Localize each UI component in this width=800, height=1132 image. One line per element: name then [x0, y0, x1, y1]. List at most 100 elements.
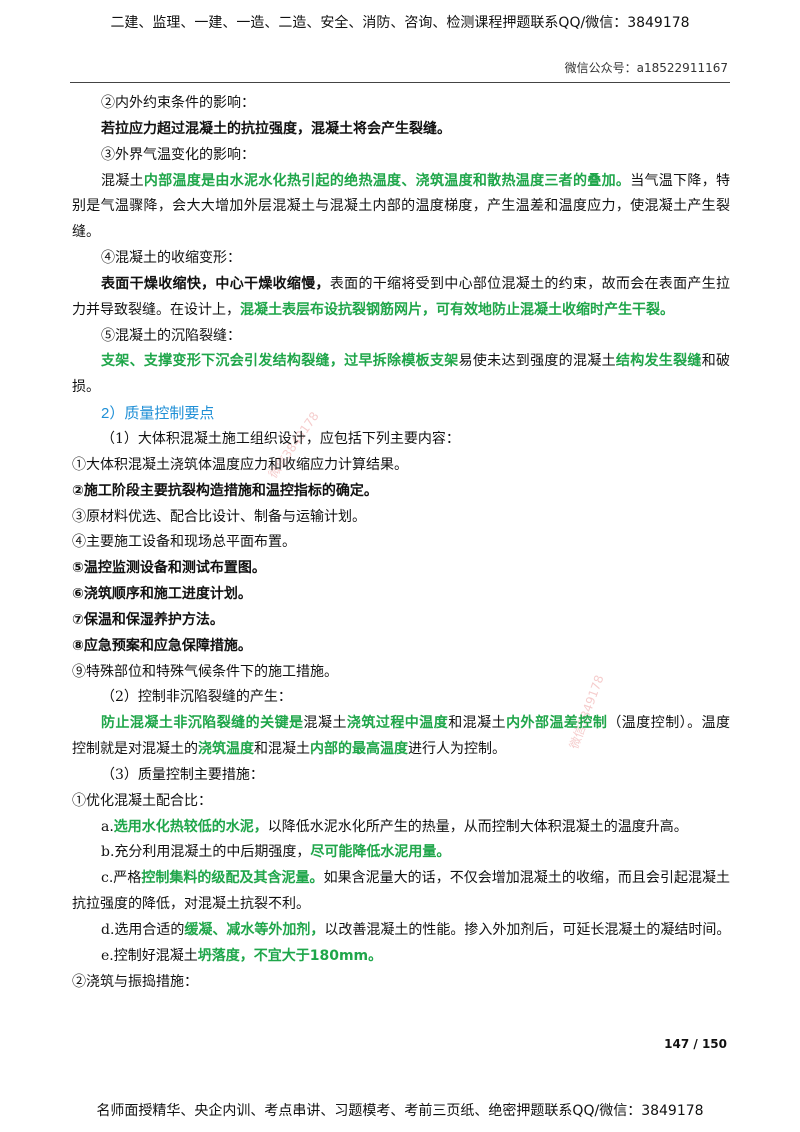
emphasis-text: 缓凝、减水等外加剂， [184, 922, 325, 938]
body-text: ③外界气温变化的影响： [101, 146, 255, 163]
text-line: （3）质量控制主要措施： [72, 763, 730, 789]
text-line: ⑨特殊部位和特殊气候条件下的施工措施。 [72, 660, 730, 686]
page-number: 147 / 150 [664, 1037, 727, 1051]
body-text: 别是气温骤降，会大大增加外层混凝土与混凝土内部的温度梯度，产生温差和温度应力，使… [72, 198, 730, 215]
document-body: ②内外约束条件的影响： 若拉应力超过混凝土的抗拉强度，混凝土将会产生裂缝。 ③外界气… [72, 91, 730, 996]
emphasis-text: 控制集料的级配及其含泥量。 [141, 870, 324, 887]
text-line: ①优化混凝土配合比： [72, 789, 730, 815]
body-text: ⑤混凝土的沉陷裂缝： [101, 327, 241, 344]
bold-text: ②施工阶段主要抗裂构造措施和温控指标的确定。 [72, 482, 378, 499]
emphasis-text: 结构发生裂缝 [615, 353, 702, 370]
text-line: ①大体积混凝土浇筑体温度应力和收缩应力计算结果。 [72, 453, 730, 479]
text-line: 抗拉强度的降低，对混凝土抗裂不利。 [72, 892, 730, 918]
body-text: ③原材料优选、配合比设计、制备与运输计划。 [72, 508, 366, 525]
text-line: 力并导致裂缝。在设计上，混凝土表层布设抗裂钢筋网片，可有效地防止混凝土收缩时产生… [72, 298, 730, 324]
text-line: a.选用水化热较低的水泥，以降低水泥水化所产生的热量，从而控制大体积混凝土的温度… [72, 815, 730, 841]
body-text: 损。 [72, 379, 100, 396]
text-line: 支架、支撑变形下沉会引发结构裂缝，过早拆除模板支架易使未达到强度的混凝土结构发生… [72, 349, 730, 375]
emphasis-text: 浇筑温度 [198, 741, 254, 758]
body-text: 当气温下降，特 [630, 172, 730, 189]
body-text: （温度控制）。温度 [607, 715, 730, 732]
body-text: 和破 [701, 353, 730, 370]
section-heading: 2）质量控制要点 [101, 405, 215, 423]
emphasis-text: 内外部温差控制 [506, 715, 608, 732]
body-text: c.严格 [101, 870, 142, 887]
text-line: ②内外约束条件的影响： [72, 91, 730, 117]
bold-text: ⑤温控监测设备和测试布置图。 [72, 560, 266, 577]
emphasis-text: 选用水化热较低的水泥， [113, 818, 268, 835]
bold-text: 若拉应力超过混凝土的抗拉强度，混凝土将会产生裂缝。 [101, 120, 451, 137]
emphasis-text: 尽可能降低水泥用量。 [310, 844, 451, 861]
text-line: （1）大体积混凝土施工组织设计，应包括下列主要内容： [72, 427, 730, 453]
body-text: ②浇筑与振捣措施： [72, 973, 198, 990]
emphasis-text: 混凝土表层布设抗裂钢筋网片，可有效地防止混凝土收缩时产生干裂。 [240, 301, 674, 318]
text-line: c.严格控制集料的级配及其含泥量。如果含泥量大的话，不仅会增加混凝土的收缩，而且… [72, 866, 730, 892]
body-text: 控制就是对混凝土的 [72, 741, 198, 758]
section-heading-line: 2）质量控制要点 [72, 401, 730, 427]
text-line: 防止混凝土非沉陷裂缝的关键是混凝土浇筑过程中温度和混凝土内外部温差控制（温度控制… [72, 711, 730, 737]
emphasis-text: 坍落度，不宜大于180mm。 [197, 947, 383, 964]
emphasis-text: 内部的最高温度 [310, 741, 408, 758]
body-text: 易使未达到强度的混凝土 [458, 353, 616, 370]
bold-text: ⑦保温和保湿养护方法。 [72, 611, 224, 628]
body-text: （1）大体积混凝土施工组织设计，应包括下列主要内容： [101, 430, 460, 447]
body-text: 以改善混凝土的性能。掺入外加剂后，可延长混凝土的凝结时间。 [324, 922, 731, 938]
text-line: ④主要施工设备和现场总平面布置。 [72, 530, 730, 556]
body-text: 表面的干缩将受到中心部位混凝土的约束，故而会在表面产生拉应 [329, 275, 730, 292]
body-text: ①大体积混凝土浇筑体温度应力和收缩应力计算结果。 [72, 456, 408, 473]
bold-text: ⑧应急预案和应急保障措施。 [72, 637, 252, 654]
body-text: （3）质量控制主要措施： [101, 766, 264, 783]
body-text: 如果含泥量大的话，不仅会增加混凝土的收缩，而且会引起混凝土 [323, 870, 730, 887]
body-text: ④混凝土的收缩变形： [101, 250, 241, 267]
body-text: 以降低水泥水化所产生的热量，从而控制大体积混凝土的温度升高。 [267, 818, 688, 835]
bold-text: 表面干燥收缩快，中心干燥收缩慢， [101, 275, 330, 292]
body-text: 混凝土 [303, 715, 347, 732]
text-line: 损。 [72, 375, 730, 401]
page-footer: 名师面授精华、央企内训、考点串讲、习题模考、考前三页纸、绝密押题联系QQ/微信：… [96, 1103, 704, 1119]
body-text: d.选用合适的 [101, 922, 185, 938]
bold-text: ⑥浇筑顺序和施工进度计划。 [72, 586, 252, 603]
body-text: ④主要施工设备和现场总平面布置。 [72, 534, 296, 551]
body-text: 进行人为控制。 [408, 741, 506, 758]
emphasis-text: 支架、支撑变形下沉会引发结构裂缝，过早拆除模板支架 [101, 353, 459, 370]
emphasis-text: 内部温度是由水泥水化热引起的绝热温度、浇筑温度和散热温度三者的叠加。 [143, 172, 631, 189]
text-line: ②施工阶段主要抗裂构造措施和温控指标的确定。 [72, 479, 730, 505]
text-line: ②浇筑与振捣措施： [72, 970, 730, 996]
text-line: 表面干燥收缩快，中心干燥收缩慢，表面的干缩将受到中心部位混凝土的约束，故而会在表… [72, 272, 730, 298]
text-line: ⑤混凝土的沉陷裂缝： [72, 324, 730, 350]
body-text: 和混凝土 [448, 715, 507, 732]
text-line: 缝。 [72, 220, 730, 246]
text-line: ⑧应急预案和应急保障措施。 [72, 634, 730, 660]
body-text: 抗拉强度的降低，对混凝土抗裂不利。 [72, 896, 310, 913]
emphasis-text: 防止混凝土非沉陷裂缝的关键是 [101, 715, 304, 732]
body-text: （2）控制非沉陷裂缝的产生： [101, 689, 292, 706]
text-line: ⑦保温和保湿养护方法。 [72, 608, 730, 634]
body-text: a. [101, 818, 114, 835]
text-line: 别是气温骤降，会大大增加外层混凝土与混凝土内部的温度梯度，产生温差和温度应力，使… [72, 194, 730, 220]
body-text: ⑨特殊部位和特殊气候条件下的施工措施。 [72, 663, 338, 680]
body-text: 混凝土 [101, 172, 144, 189]
text-line: （2）控制非沉陷裂缝的产生： [72, 685, 730, 711]
text-line: 混凝土内部温度是由水泥水化热引起的绝热温度、浇筑温度和散热温度三者的叠加。当气温… [72, 169, 730, 195]
body-text: 和混凝土 [254, 741, 310, 758]
text-line: b.充分利用混凝土的中后期强度，尽可能降低水泥用量。 [72, 840, 730, 866]
text-line: ⑥浇筑顺序和施工进度计划。 [72, 582, 730, 608]
emphasis-text: 浇筑过程中温度 [346, 715, 449, 732]
text-line: ④混凝土的收缩变形： [72, 246, 730, 272]
header-divider [70, 82, 730, 83]
body-text: e.控制好混凝土 [101, 947, 198, 964]
body-text: ①优化混凝土配合比： [72, 792, 212, 809]
text-line: ③原材料优选、配合比设计、制备与运输计划。 [72, 505, 730, 531]
text-line: 控制就是对混凝土的浇筑温度和混凝土内部的最高温度进行人为控制。 [72, 737, 730, 763]
body-text: 缝。 [72, 224, 100, 241]
body-text: 力并导致裂缝。在设计上， [72, 301, 240, 318]
text-line: 若拉应力超过混凝土的抗拉强度，混凝土将会产生裂缝。 [72, 117, 730, 143]
page-header-title: 二建、监理、一建、一造、二造、安全、消防、咨询、检测课程押题联系QQ/微信：38… [110, 15, 690, 31]
text-line: d.选用合适的缓凝、减水等外加剂，以改善混凝土的性能。掺入外加剂后，可延长混凝土… [72, 918, 730, 944]
page-header-wechat-account: 微信公众号：a18522911167 [564, 61, 728, 75]
text-line: ③外界气温变化的影响： [72, 143, 730, 169]
body-text: b.充分利用混凝土的中后期强度， [101, 844, 311, 861]
text-line: ⑤温控监测设备和测试布置图。 [72, 556, 730, 582]
text-line: e.控制好混凝土坍落度，不宜大于180mm。 [72, 944, 730, 970]
